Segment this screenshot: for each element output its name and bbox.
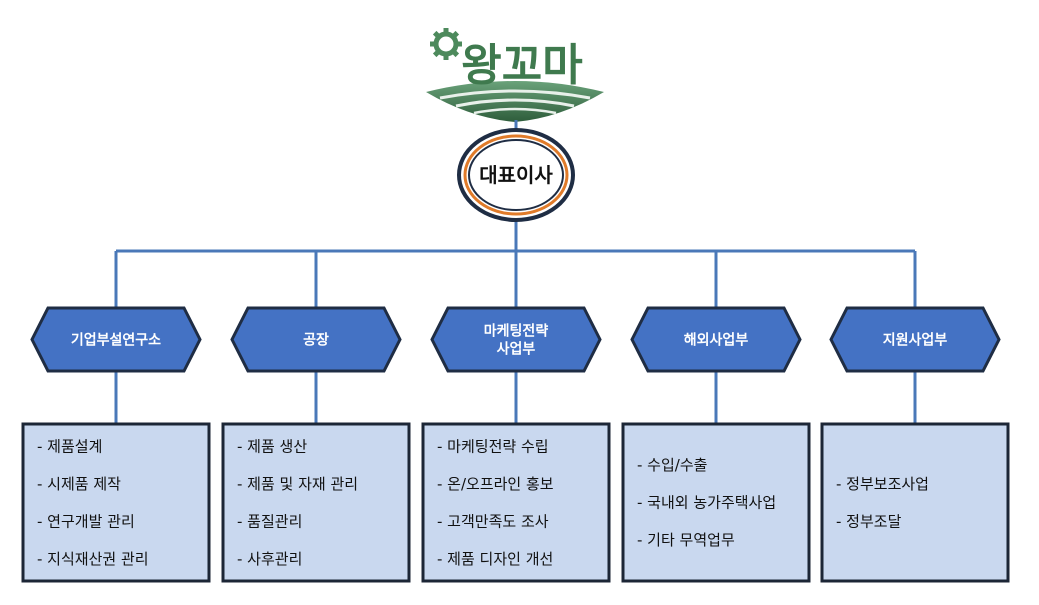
department-4: 지원사업부 - 정부보조사업 - 정부조달 xyxy=(820,306,1010,583)
duty-item: - 정부보조사업 xyxy=(836,475,929,493)
ceo-label: 대표이사 xyxy=(479,163,553,187)
company-logo: 왕꼬마 xyxy=(426,28,604,122)
duty-item: - 고객만족도 조사 xyxy=(437,512,549,530)
ceo-ring-inner xyxy=(468,139,564,211)
department-label: 기업부설연구소 xyxy=(71,333,161,349)
department-label: 해외사업부 xyxy=(684,332,749,349)
field-icon xyxy=(426,81,604,122)
duty-box xyxy=(621,422,811,583)
department-node xyxy=(630,306,802,373)
duty-item: - 정부조달 xyxy=(836,512,902,530)
department-0: 기업부설연구소 - 제품설계 - 시제품 제작 - 연구개발 관리 - 지식재산권 관리 xyxy=(21,306,211,583)
duty-item: - 제품 및 자재 관리 xyxy=(237,475,358,493)
department-label: 사업부 xyxy=(497,342,536,358)
department-3: 해외사업부 - 수입/수출 - 국내외 농가주택사업 - 기타 무역업무 xyxy=(621,306,811,583)
duty-item: - 온/오프라인 홍보 xyxy=(437,475,554,493)
duty-item: - 지식재산권 관리 xyxy=(37,550,149,568)
department-label: 지원사업부 xyxy=(883,333,948,349)
duty-box xyxy=(221,422,411,583)
department-label: 마케팅전략 xyxy=(484,323,549,340)
departments: 기업부설연구소 - 제품설계 - 시제품 제작 - 연구개발 관리 - 지식재산권 관리… xyxy=(21,306,1010,583)
department-node xyxy=(430,306,602,373)
duty-item: - 국내외 농가주택사업 xyxy=(637,494,776,512)
duty-box xyxy=(21,422,211,583)
duty-item: - 수입/수출 xyxy=(637,456,707,474)
duty-item: - 제품설계 xyxy=(37,437,102,455)
gear-icon xyxy=(430,28,462,60)
logo-text: 왕꼬마 xyxy=(461,40,582,91)
duty-box xyxy=(421,422,611,583)
duty-item: - 사후관리 xyxy=(237,550,302,568)
duty-item: - 시제품 제작 xyxy=(37,475,121,493)
department-label: 공장 xyxy=(303,332,329,349)
department-node xyxy=(230,306,402,373)
duty-item: - 기타 무역업무 xyxy=(637,531,735,549)
duty-item: - 마케팅전략 수립 xyxy=(437,437,549,455)
department-1: 공장 - 제품 생산 - 제품 및 자재 관리 - 품질관리 - 사후관리 xyxy=(221,306,411,583)
duty-item: - 품질관리 xyxy=(237,512,302,530)
ceo-node: 대표이사 xyxy=(457,128,575,222)
duty-item: - 제품 생산 xyxy=(237,437,307,455)
duty-item: - 제품 디자인 개선 xyxy=(437,550,553,568)
department-node xyxy=(829,306,1001,373)
duty-box xyxy=(820,422,1010,583)
department-node xyxy=(30,306,202,373)
duty-item: - 연구개발 관리 xyxy=(37,512,135,530)
